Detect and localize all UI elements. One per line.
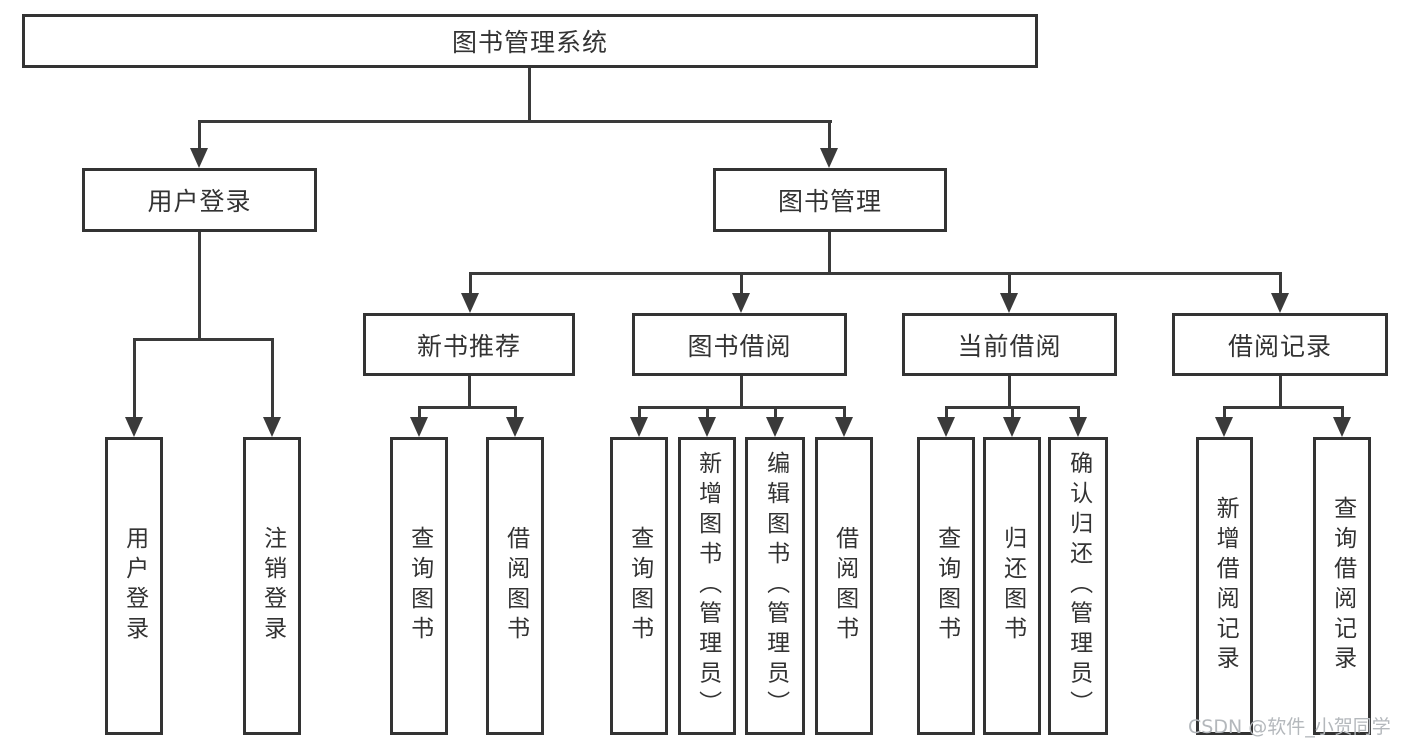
node-label: 图书管理系统 [451, 28, 608, 57]
node-label: 查询图书 [626, 526, 653, 646]
leaf-recommend-query-book: 查询图书 [390, 437, 448, 735]
connector-line [843, 406, 846, 419]
node-label: 新增图书（管理员） [694, 451, 721, 721]
node-label: 编辑图书（管理员） [762, 451, 789, 721]
connector-line [638, 406, 641, 419]
connector-line [271, 338, 274, 419]
connector-line [468, 376, 471, 406]
arrow-down-icon [820, 148, 838, 168]
connector-line [1223, 406, 1344, 409]
leaf-borrow-book: 借阅图书 [815, 437, 873, 735]
connector-line [1279, 376, 1282, 407]
node-library-management-system: 图书管理系统 [22, 14, 1038, 68]
arrow-down-icon [1271, 293, 1289, 313]
arrow-down-icon [835, 417, 853, 437]
node-label: 用户登录 [147, 187, 252, 216]
connector-line [469, 272, 472, 296]
node-label: 新增借阅记录 [1212, 496, 1239, 676]
connector-line [528, 68, 531, 120]
arrow-down-icon [1000, 293, 1018, 313]
arrow-down-icon [125, 417, 143, 437]
arrow-down-icon [698, 417, 716, 437]
connector-line [1008, 376, 1011, 406]
arrow-down-icon [732, 293, 750, 313]
connector-line [774, 406, 777, 419]
leaf-confirm-return-admin: 确认归还（管理员） [1048, 437, 1108, 735]
leaf-query-borrow-record: 查询借阅记录 [1313, 437, 1371, 735]
leaf-logout: 注销登录 [243, 437, 301, 735]
connector-line [198, 120, 201, 150]
connector-line [1011, 406, 1014, 419]
arrow-down-icon [630, 417, 648, 437]
node-label: 查询图书 [406, 526, 433, 646]
connector-line [1077, 406, 1080, 419]
connector-line [198, 232, 201, 338]
leaf-recommend-borrow-book: 借阅图书 [486, 437, 544, 735]
arrow-down-icon [263, 417, 281, 437]
connector-line [706, 406, 709, 419]
node-book-borrow: 图书借阅 [632, 313, 847, 376]
node-label: 用户登录 [121, 526, 148, 646]
arrow-down-icon [1069, 417, 1087, 437]
arrow-down-icon [506, 417, 524, 437]
arrow-down-icon [461, 293, 479, 313]
connector-line [418, 406, 517, 409]
connector-line [198, 120, 832, 123]
connector-line [418, 406, 421, 419]
connector-line [1008, 272, 1011, 296]
node-label: 确认归还（管理员） [1065, 451, 1092, 721]
node-label: 查询借阅记录 [1329, 496, 1356, 676]
node-label: 借阅记录 [1227, 331, 1332, 361]
node-label: 查询图书 [933, 526, 960, 646]
connector-line [514, 406, 517, 419]
arrow-down-icon [1333, 417, 1351, 437]
csdn-watermark: CSDN @软件_小贺同学 [1188, 716, 1391, 738]
arrow-down-icon [190, 148, 208, 168]
node-label: 借阅图书 [502, 526, 529, 646]
leaf-return-book: 归还图书 [983, 437, 1041, 735]
arrow-down-icon [937, 417, 955, 437]
connector-line [638, 406, 846, 409]
node-current-borrow: 当前借阅 [902, 313, 1117, 376]
node-label: 新书推荐 [416, 331, 521, 361]
node-label: 归还图书 [999, 526, 1026, 646]
connector-line [133, 338, 136, 419]
arrow-down-icon [766, 417, 784, 437]
connector-line [740, 376, 743, 406]
leaf-add-book-admin: 新增图书（管理员） [678, 437, 736, 735]
node-label: 当前借阅 [957, 331, 1062, 361]
connector-line [133, 338, 274, 341]
node-user-login: 用户登录 [82, 168, 317, 232]
node-new-book-recommend: 新书推荐 [363, 313, 575, 376]
arrow-down-icon [1215, 417, 1233, 437]
node-label: 注销登录 [259, 526, 286, 646]
connector-line [1223, 406, 1226, 419]
leaf-user-login: 用户登录 [105, 437, 163, 735]
arrow-down-icon [1003, 417, 1021, 437]
leaf-add-borrow-record: 新增借阅记录 [1196, 437, 1253, 735]
connector-line [945, 406, 948, 419]
arrow-down-icon [410, 417, 428, 437]
connector-line [828, 120, 831, 150]
node-label: 借阅图书 [831, 526, 858, 646]
connector-line [1279, 272, 1282, 296]
leaf-edit-book-admin: 编辑图书（管理员） [745, 437, 805, 735]
leaf-borrow-query-book: 查询图书 [610, 437, 668, 735]
node-label: 图书借阅 [687, 331, 792, 361]
connector-line [1341, 406, 1344, 419]
connector-line [740, 272, 743, 296]
connector-line [828, 232, 831, 272]
node-book-management: 图书管理 [713, 168, 947, 232]
node-borrow-records: 借阅记录 [1172, 313, 1388, 376]
leaf-current-query-book: 查询图书 [917, 437, 975, 735]
node-label: 图书管理 [777, 187, 882, 216]
connector-line [469, 272, 1282, 275]
